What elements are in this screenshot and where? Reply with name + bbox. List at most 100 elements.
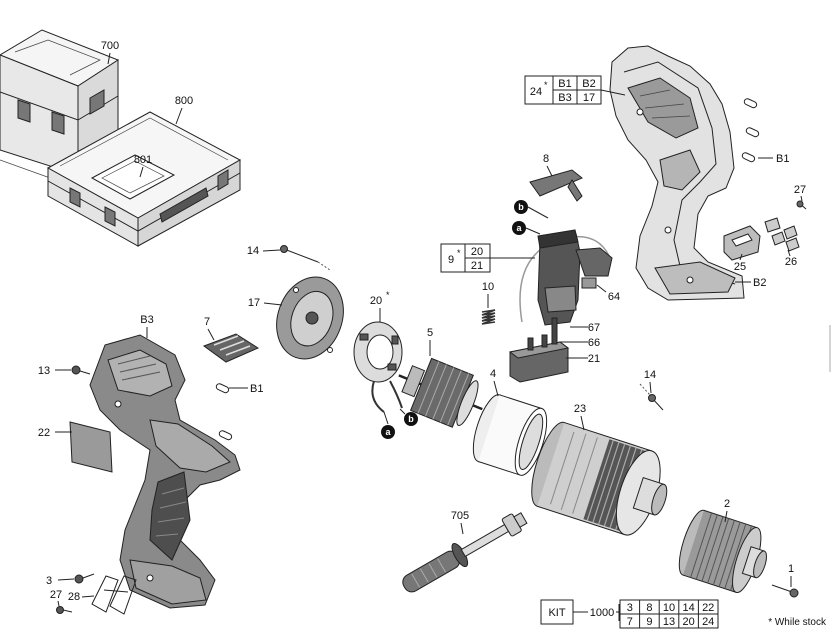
screw-head (796, 200, 804, 208)
screw-shaft (79, 370, 91, 375)
callout-5: 5 (427, 327, 433, 339)
callout-4: 4 (490, 368, 496, 380)
button-8 (529, 169, 583, 202)
grip-ribs (155, 487, 187, 537)
housing-left-top-panel (149, 419, 231, 473)
callout-22: 22 (38, 427, 50, 439)
end-plate-17 (276, 276, 344, 360)
switch-9 (519, 229, 613, 326)
leader-26 (787, 249, 791, 257)
marker-a-bottom (381, 425, 395, 439)
button-8-body (529, 169, 583, 197)
brush-lead-b (389, 380, 403, 409)
kit-cell: 3 (627, 602, 633, 614)
kit-number: 1000 (590, 607, 614, 619)
box-24-cell: 17 (583, 92, 595, 104)
electronics-21-pin (527, 337, 534, 351)
marker-a-top (512, 221, 526, 235)
kit-cell: 9 (646, 616, 652, 628)
sleeve-edges (478, 394, 542, 476)
plate-7-body (202, 333, 260, 363)
callout-3: 3 (46, 575, 52, 587)
pin (745, 127, 760, 138)
side-handle-grip (402, 550, 461, 593)
label-22 (69, 421, 113, 473)
housing-right-half (609, 45, 745, 301)
case-700-latch (51, 111, 65, 135)
kit-label: KIT (548, 607, 565, 619)
clip-arm (91, 575, 119, 613)
screw-head (789, 588, 799, 598)
belt-clip-28 (91, 575, 137, 615)
part-25 (723, 225, 761, 261)
callout-700: 700 (101, 40, 119, 52)
leader-a-top (525, 227, 541, 235)
screw-head (71, 365, 81, 375)
callout-27-top: 27 (794, 184, 806, 196)
part-25-slot (731, 233, 753, 247)
kit-cell: 20 (682, 616, 694, 628)
housing-right-battery-rail (654, 261, 736, 295)
sleeve-bore (518, 413, 544, 470)
callout-21: 21 (588, 353, 600, 365)
callout-labels: 700 800 801 B1 27 8 10 64 25 26 B2 14 17… (38, 40, 806, 603)
box-24-id: 24 (530, 86, 542, 98)
pin (743, 98, 758, 109)
kit-table: KIT 1000 3 8 10 14 22 7 9 13 20 24 (540, 599, 719, 629)
kit-cell: 22 (702, 602, 714, 614)
callout-13: 13 (38, 365, 50, 377)
housing-right-motor-seat (627, 77, 699, 139)
brush-ring-20-hole (366, 334, 394, 370)
switch-9-direction-lever (581, 277, 597, 289)
box-24: 24 * B1 B2 B3 17 (524, 75, 602, 105)
callout-27-bottom: 27 (50, 589, 62, 601)
kit-bracket (616, 604, 620, 621)
screw-27-top (796, 200, 807, 210)
leader-b-top (527, 206, 549, 219)
box-24-cell: B3 (558, 92, 571, 104)
leader-box24 (600, 89, 626, 96)
screw-boss (686, 276, 694, 284)
callout-801: 801 (134, 154, 152, 166)
screw-14-right (639, 383, 664, 411)
case-800-latch (217, 169, 229, 191)
leader-64 (596, 284, 607, 293)
leader-3 (57, 578, 75, 581)
case-800-tray-inner (101, 160, 165, 194)
armature-5 (398, 357, 483, 428)
armature-fan (456, 380, 479, 426)
assembly-dash (317, 261, 331, 271)
housing-right-ribs (639, 89, 691, 119)
screw-head (74, 574, 84, 584)
callout-2: 2 (724, 498, 730, 510)
brush-holder (391, 335, 399, 345)
leader-b-bottom (399, 408, 406, 415)
housing-right-inner-rim (623, 61, 736, 285)
clip-bridge (103, 589, 129, 593)
leader-700 (107, 52, 111, 65)
box-24-asterisk: * (544, 80, 548, 90)
callout-17: 17 (248, 297, 260, 309)
brush-holder (387, 363, 397, 371)
callout-8: 8 (543, 153, 549, 165)
leader-28 (81, 595, 95, 598)
housing-left-outline (89, 334, 241, 609)
marker-b-top-label: b (518, 202, 524, 212)
pin (218, 430, 233, 441)
leader-7 (207, 328, 215, 341)
clip-arm (109, 575, 137, 615)
leader-a-bottom (383, 411, 389, 425)
electronics-21-post (551, 317, 558, 345)
side-handle-705 (402, 512, 528, 593)
part-26-piece (771, 231, 786, 246)
switch-9-connector (544, 285, 577, 313)
armature-commutator (401, 365, 426, 398)
screw-boss (664, 226, 672, 234)
case-700-top-rim (14, 39, 101, 76)
leader-2 (724, 510, 728, 523)
case-800-handle (159, 187, 209, 223)
electronics-21 (508, 317, 570, 383)
case-700-latch (89, 89, 105, 115)
screw-13 (71, 365, 91, 375)
